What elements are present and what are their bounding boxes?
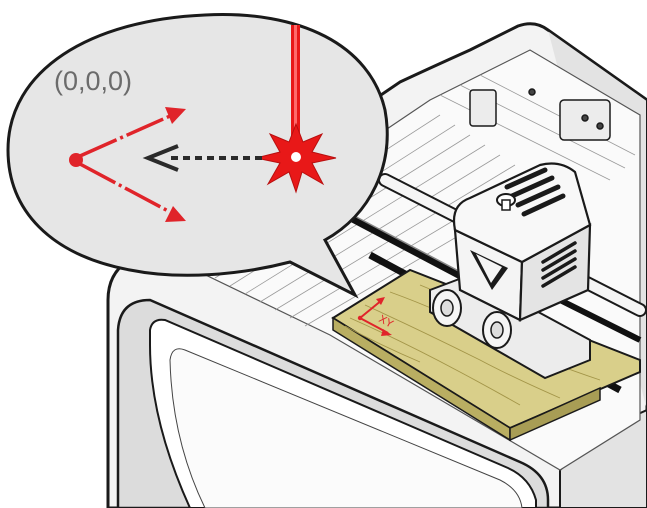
carriage-wheel-back-hub — [490, 321, 504, 339]
xy-origin-marker: XY — [357, 297, 396, 336]
head-top-vents — [504, 167, 566, 217]
rear-bolt-3 — [528, 88, 536, 96]
wood-workpiece: XY — [331, 268, 641, 442]
origin-axes — [69, 107, 186, 222]
laser-beam — [255, 25, 337, 194]
arrow-left-icon — [142, 144, 179, 172]
wood-right-face — [509, 386, 601, 442]
laser-beam-core — [294, 25, 297, 153]
origin-coordinate-label: (0,0,0) — [54, 66, 132, 96]
home-return-arrow — [142, 144, 262, 172]
axis-upper-arrowhead-icon — [165, 107, 186, 124]
machine-front-window-inner — [169, 348, 523, 508]
axis-lower — [79, 162, 171, 214]
laser-focal-point — [289, 150, 303, 164]
carriage-wheel-front-hub — [440, 299, 454, 317]
rail-right — [558, 297, 642, 343]
rear-bolt-1 — [581, 114, 589, 122]
head-front-emblem-inner — [476, 254, 502, 283]
callout-bubble: (0,0,0) — [6, 13, 389, 299]
head-side-vents — [541, 241, 577, 288]
rear-bolt-2 — [596, 122, 604, 130]
axis-lower-arrowhead-icon — [165, 206, 186, 222]
rear-bracket-left — [469, 89, 497, 127]
axis-upper — [79, 114, 171, 158]
origin-point — [69, 153, 83, 167]
callout-shape — [6, 13, 389, 299]
rear-frame — [469, 88, 611, 141]
head-top-knob-stem — [501, 199, 511, 211]
laser-head — [429, 162, 592, 380]
